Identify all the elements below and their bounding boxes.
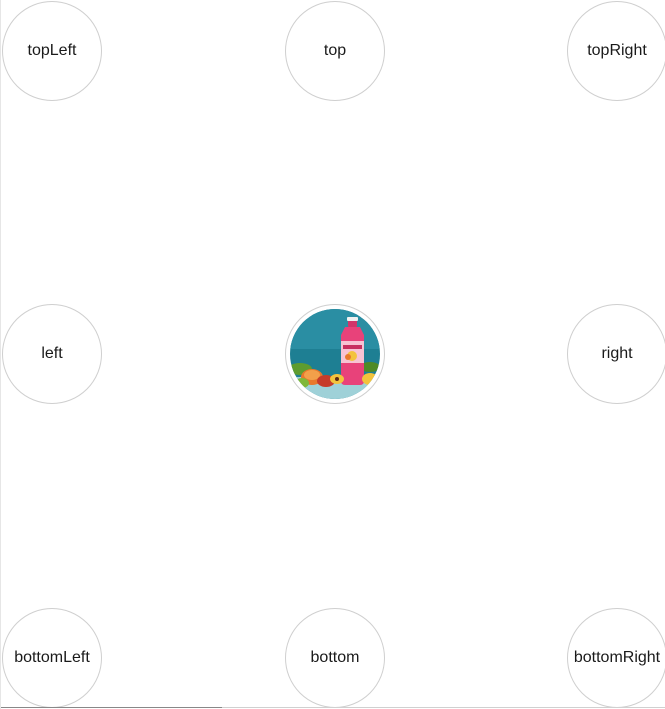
drink-bottle-image — [290, 309, 380, 399]
placement-button-left[interactable]: left — [2, 304, 102, 404]
placement-button-bottomRight[interactable]: bottomRight — [567, 608, 665, 708]
scrollbar-track — [1, 707, 222, 708]
placement-button-right[interactable]: right — [567, 304, 665, 404]
placement-button-bottomLeft[interactable]: bottomLeft — [2, 608, 102, 708]
placement-button-bottom[interactable]: bottom — [285, 608, 385, 708]
bottom-divider — [222, 707, 665, 708]
placement-button-top[interactable]: top — [285, 1, 385, 101]
center-avatar[interactable] — [285, 304, 385, 404]
placement-button-topLeft[interactable]: topLeft — [2, 1, 102, 101]
placement-button-topRight[interactable]: topRight — [567, 1, 665, 101]
